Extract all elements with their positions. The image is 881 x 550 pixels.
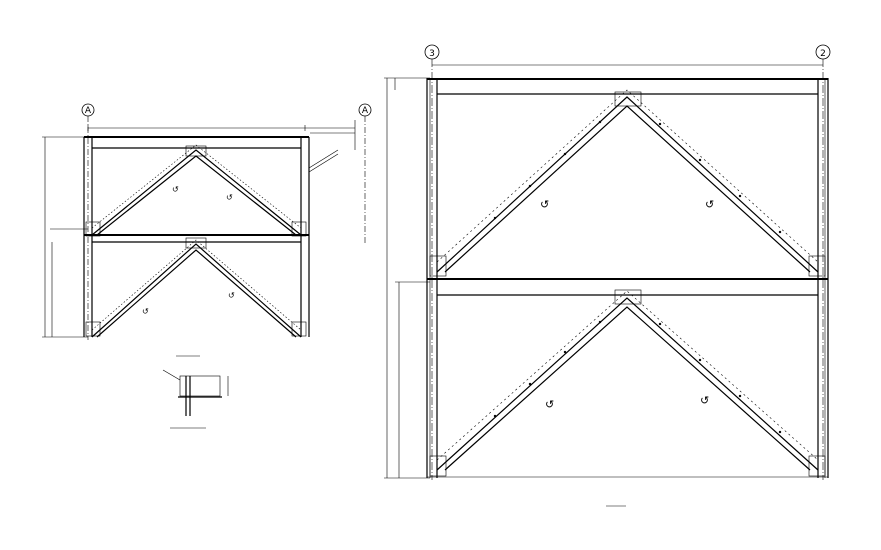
grid-bubble-left-a: A: [81, 103, 95, 340]
section-detail: [162, 369, 229, 416]
svg-text:↺: ↺: [226, 193, 233, 202]
svg-text:↺: ↺: [700, 394, 709, 407]
right-frame-elevation: 3 2: [384, 44, 831, 507]
svg-text:↺: ↺: [142, 307, 149, 316]
left-lower-chevron-brace: [91, 239, 302, 338]
right-top-beam: [427, 78, 828, 95]
grid-label-a2: A: [362, 106, 369, 116]
svg-text:↺: ↺: [705, 198, 714, 211]
left-column-2: [300, 137, 310, 337]
left-column-1: [83, 137, 93, 337]
svg-text:↺: ↺: [228, 291, 235, 300]
grid-bubble-3: 3: [424, 44, 440, 480]
right-mid-beam: [427, 278, 828, 296]
svg-text:↺: ↺: [172, 185, 179, 194]
grid-label-a1: A: [85, 106, 92, 116]
grid-bubble-right-a: A: [358, 103, 372, 245]
grid-label-3: 3: [429, 49, 435, 59]
left-frame-elevation: A A: [42, 103, 372, 429]
right-upper-chevron-brace: [436, 89, 819, 273]
grid-label-2: 2: [820, 49, 826, 59]
left-mid-beam: [84, 234, 309, 243]
grid-bubble-2: 2: [815, 44, 831, 480]
svg-text:↺: ↺: [545, 398, 554, 411]
left-top-beam: [84, 136, 309, 149]
svg-text:↺: ↺: [540, 198, 549, 211]
right-lower-chevron-brace: [436, 290, 819, 471]
left-upper-chevron-brace: [91, 144, 302, 236]
